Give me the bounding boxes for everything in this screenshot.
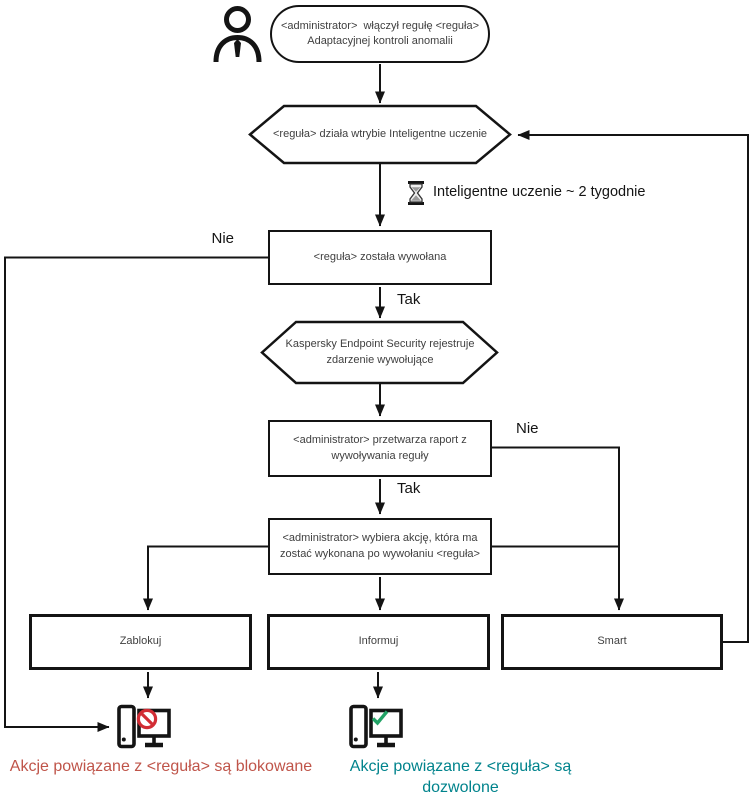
edge-label-nie-left: Nie xyxy=(211,230,234,247)
rule-triggered-node: <reguła> została wywołana xyxy=(268,230,492,285)
outcome-blocked-label: Akcje powiązane z <reguła> są blokowane xyxy=(9,758,313,775)
computer-blocked-icon xyxy=(117,704,171,749)
outcome-allowed-label: Akcje powiązane z <reguła> są dozwolone xyxy=(349,758,572,796)
edge-smart-feedback-loop xyxy=(517,130,749,643)
check-icon xyxy=(371,710,389,726)
hourglass-icon xyxy=(408,181,424,205)
smart-training-mode-label: <reguła> działa wtrybie Inteligentne ucz… xyxy=(272,127,488,140)
event-registered-label: Kaspersky Endpoint Security rejestruje z… xyxy=(285,338,475,366)
prohibit-icon xyxy=(136,708,158,730)
start-node: <administrator> włączył regułę <reguła> … xyxy=(270,5,490,63)
start-node-line1: <administrator> włączył regułę <reguła> xyxy=(280,19,480,32)
edge-label-tak-bottom: Tak xyxy=(397,480,421,497)
action-selection-node: <administrator> wybiera akcję, która ma … xyxy=(268,518,492,575)
action-block-node: Zablokuj xyxy=(29,614,252,670)
hexagon-smart-training-mode xyxy=(248,104,512,165)
report-processing-node: <administrator> przetwarza raport z wywo… xyxy=(268,420,492,477)
person-icon xyxy=(213,6,262,63)
edge-label-tak-top: Tak xyxy=(397,291,421,308)
training-timer-label: Inteligentne uczenie ~ 2 tygodnie xyxy=(433,184,646,200)
edge-nie-to-smart xyxy=(492,446,624,611)
computer-allowed-icon xyxy=(349,704,403,749)
connectors xyxy=(4,64,749,732)
edge-label-nie-right: Nie xyxy=(516,420,539,437)
edge-nie-loop-to-blocked xyxy=(4,256,268,732)
action-inform-node: Informuj xyxy=(267,614,490,670)
action-smart-node: Smart xyxy=(501,614,723,670)
edge-selection-to-block xyxy=(143,545,268,611)
start-node-line2: Adaptacyjnej kontroli anomalii xyxy=(307,35,453,47)
hexagon-event-registered xyxy=(260,320,499,385)
